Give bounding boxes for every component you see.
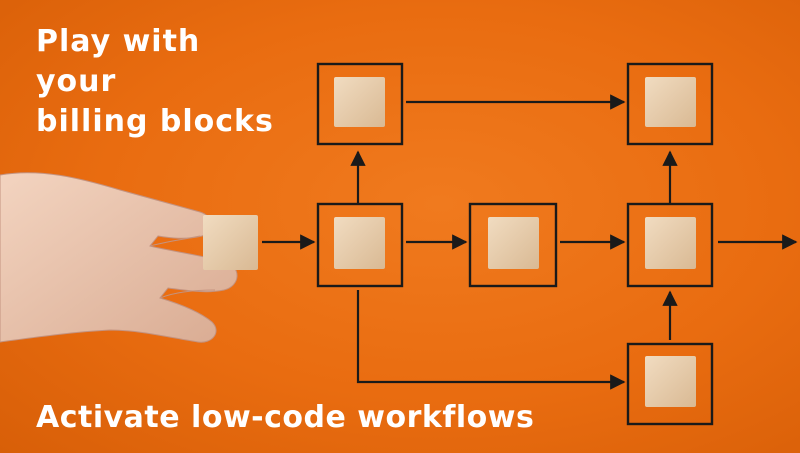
block-icon [334,217,385,269]
block-icon [645,77,696,127]
node-c [468,202,558,288]
headline: Play with your billing blocks [36,22,274,142]
block-icon [488,217,539,269]
node-a [316,62,404,146]
block-icon [334,77,385,127]
node-g [626,342,714,426]
headline-line-1: Play with [36,24,201,59]
block-icon [645,217,696,269]
block-held [203,215,258,270]
tagline: Activate low-code workflows [36,400,535,435]
headline-line-3: billing blocks [36,104,274,139]
arrow-b-to-g [356,290,626,390]
node-e [626,62,714,146]
flow-arrows [262,94,798,390]
hand-icon [0,172,238,343]
node-f [626,202,714,288]
node-b [316,202,404,288]
block-icon [645,356,696,407]
headline-line-2: your [36,64,117,99]
